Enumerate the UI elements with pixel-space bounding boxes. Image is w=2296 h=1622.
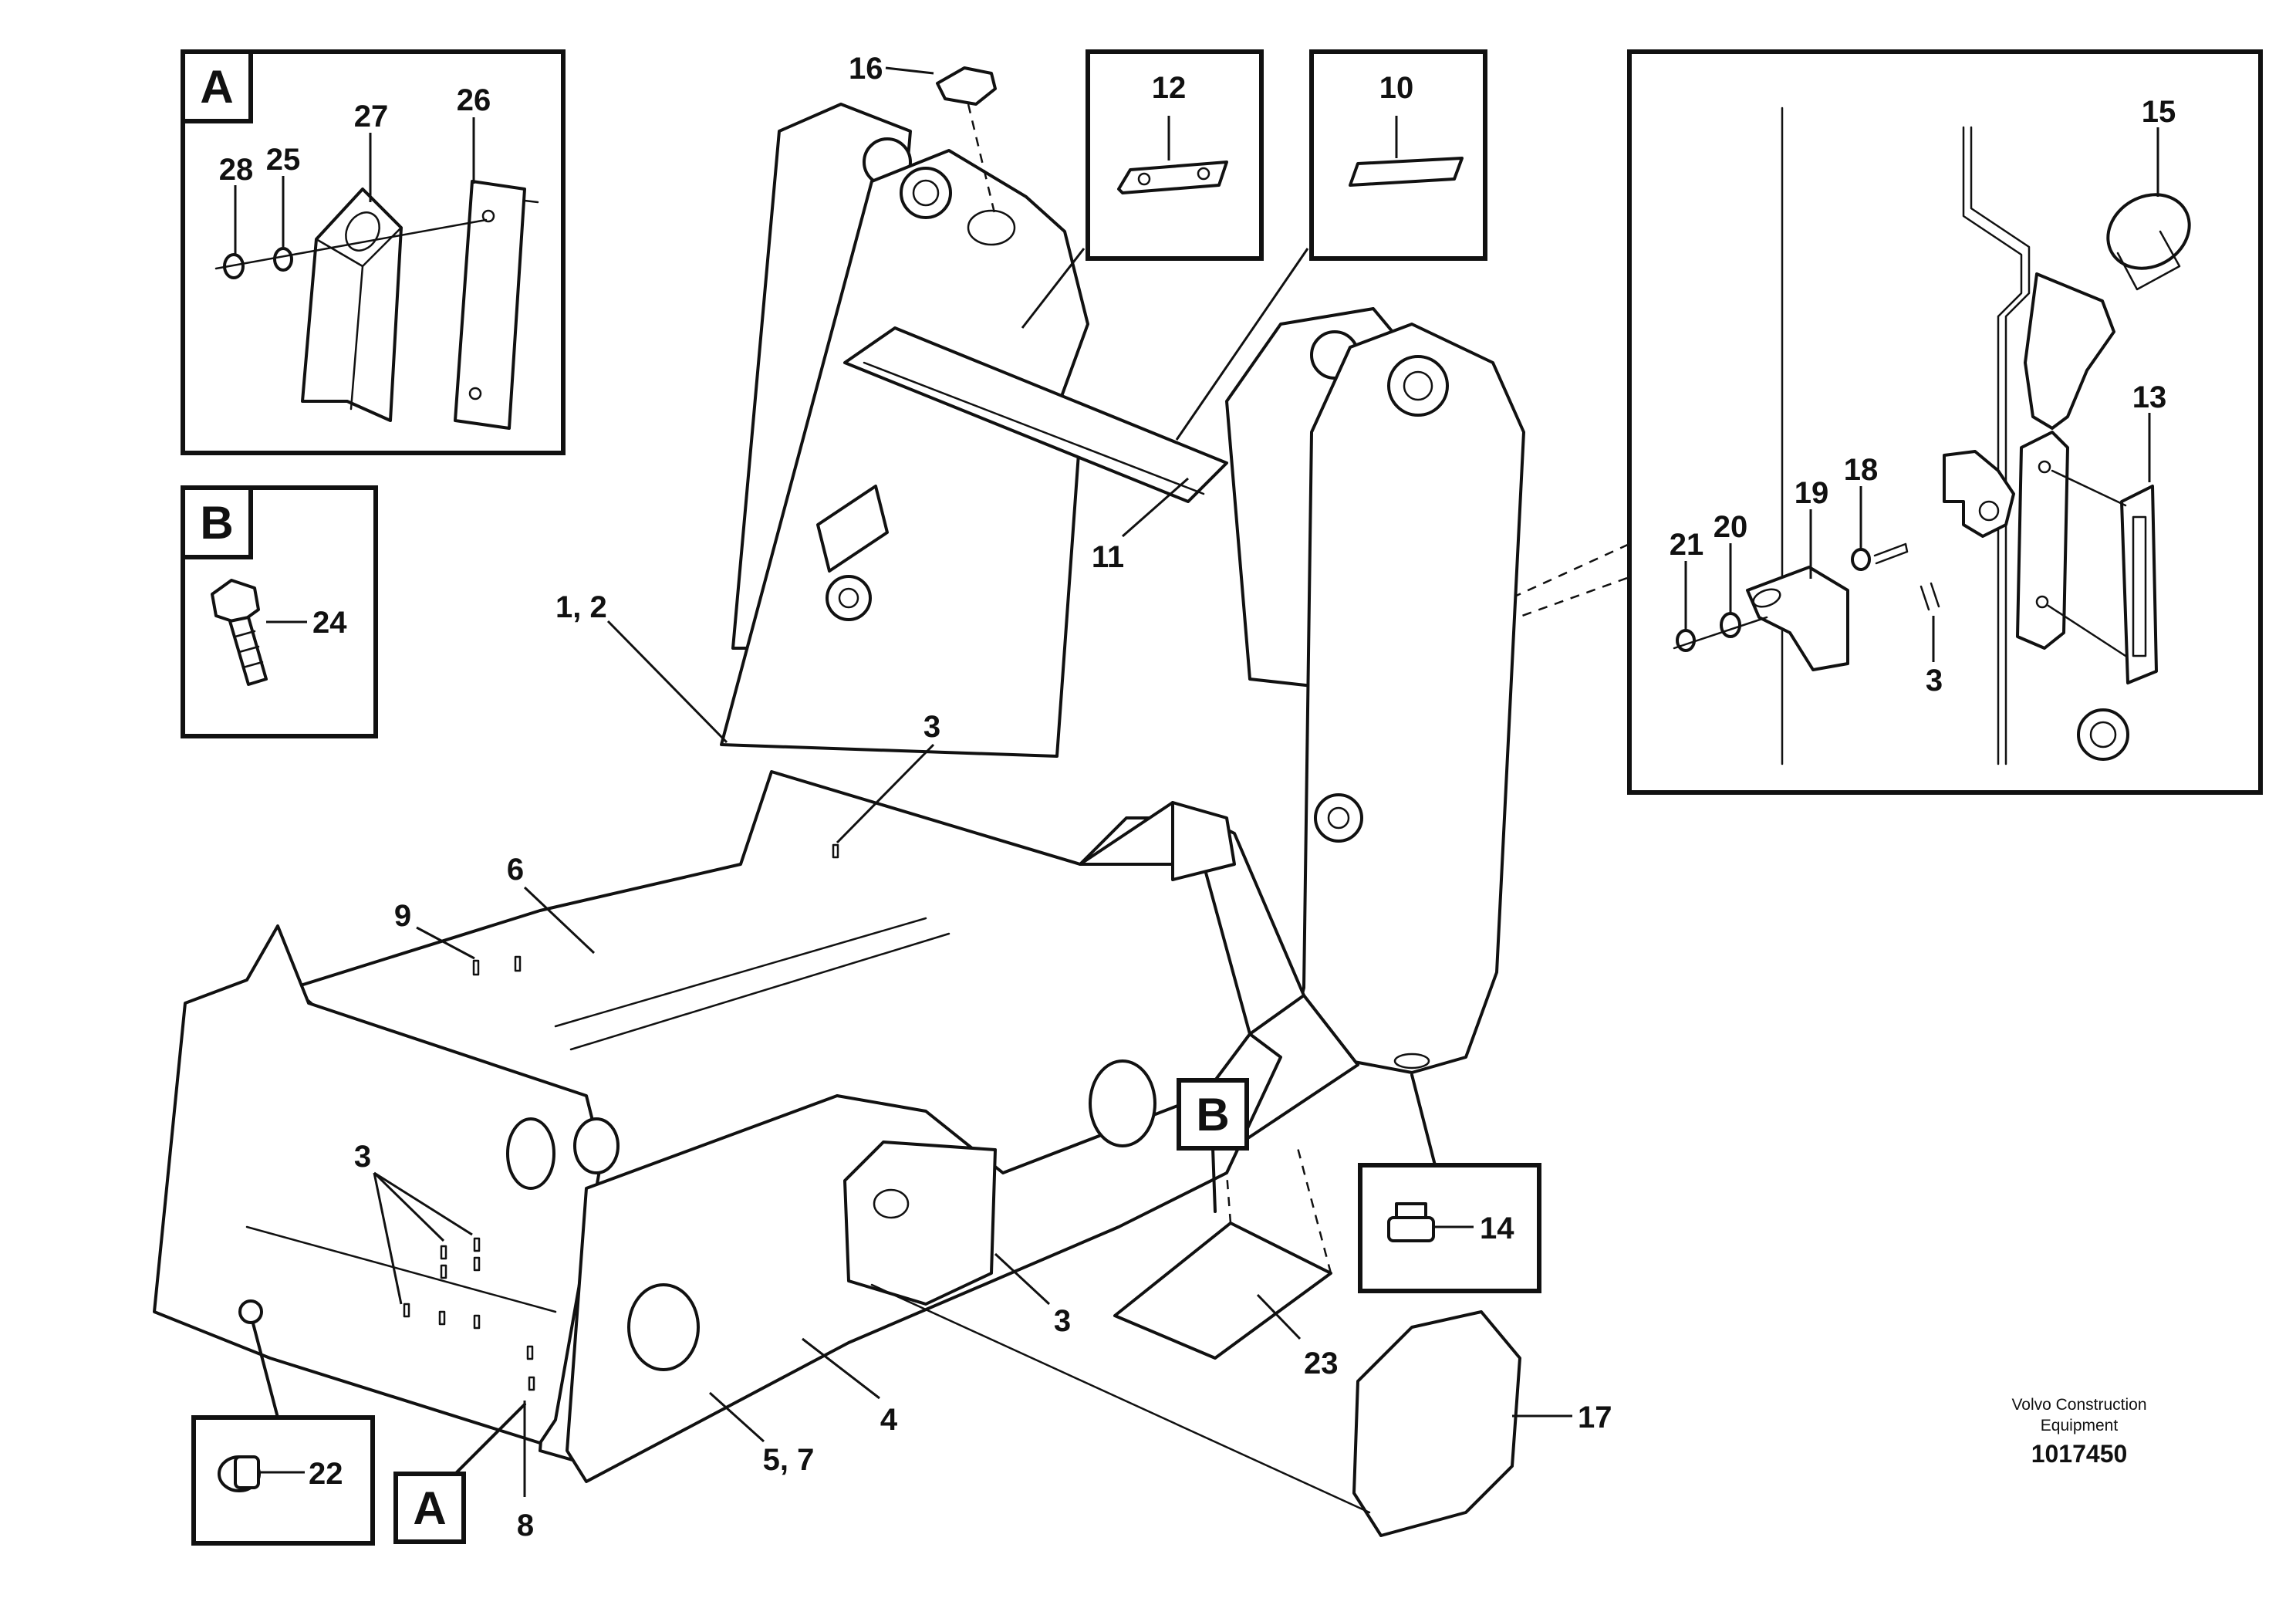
cover-17 — [1352, 1310, 1521, 1537]
marker-a-letter: A — [413, 1482, 446, 1534]
marker-a-box — [393, 1472, 466, 1544]
washer-25 — [273, 247, 293, 272]
callout-6: 6 — [507, 853, 524, 887]
inset-lock-frame — [1627, 49, 2263, 795]
inset-b-letter: B — [200, 497, 233, 549]
washer-18 — [1851, 548, 1871, 571]
callout-28: 28 — [219, 153, 254, 187]
callout-16: 16 — [849, 52, 883, 86]
main-frame: 16 — [153, 52, 1612, 1543]
callout-19: 19 — [1795, 476, 1829, 510]
studs — [403, 843, 839, 1391]
callout-24: 24 — [312, 606, 347, 640]
marker-b: B — [1177, 1078, 1249, 1213]
nut-21 — [1676, 629, 1696, 652]
inset-12: 12 — [1086, 49, 1264, 261]
top-crossmember — [843, 326, 1228, 503]
callout-1-2: 1, 2 — [555, 590, 607, 624]
callout-14: 14 — [1480, 1211, 1514, 1245]
callout-15: 15 — [2142, 95, 2176, 129]
callout-9: 9 — [394, 899, 411, 933]
right-upright-plate — [1287, 323, 1525, 1074]
side-opening — [1089, 1059, 1156, 1147]
callout-18: 18 — [1844, 453, 1879, 487]
washer-20 — [1720, 612, 1741, 638]
callout-12: 12 — [1152, 71, 1187, 105]
brand-line-1: Volvo Construction — [2011, 1396, 2146, 1414]
callout-3-bottom: 3 — [1054, 1304, 1071, 1338]
callout-25: 25 — [266, 143, 301, 177]
callout-13: 13 — [2132, 380, 2167, 414]
plug-14-head — [1387, 1216, 1435, 1242]
cap-15 — [2106, 193, 2191, 270]
callout-20: 20 — [1714, 510, 1748, 544]
inset-a: A 28 25 27 26 — [181, 49, 566, 455]
fuel-filler-neck — [2024, 272, 2115, 430]
inset-10: 10 — [1309, 49, 1487, 261]
inset-b: B 24 — [181, 485, 378, 738]
strip-plate-26 — [454, 180, 526, 430]
inset-lock-detail: 15 13 19 18 20 21 3 — [1627, 49, 2263, 795]
callout-22: 22 — [309, 1457, 343, 1491]
brand-line-2: Equipment — [2041, 1417, 2119, 1434]
mounting-plate — [2016, 431, 2069, 650]
bracket-19 — [1746, 566, 1849, 671]
front-opening — [627, 1283, 700, 1371]
callout-3-center: 3 — [923, 710, 940, 744]
fuel-cap-16 — [936, 66, 997, 106]
pivot-boss — [573, 1117, 620, 1174]
callout-23: 23 — [1304, 1347, 1339, 1380]
inset-14: 14 — [1358, 1073, 1541, 1293]
inset-12-frame — [1086, 49, 1264, 261]
left-upright-plate — [720, 149, 1089, 758]
marker-b-letter: B — [1196, 1089, 1229, 1140]
drawing-number: 1017450 — [2031, 1440, 2128, 1468]
plate-10 — [1349, 157, 1464, 187]
callout-5-7: 5, 7 — [763, 1443, 815, 1477]
sight-gauge-13 — [2120, 485, 2158, 684]
callout-27: 27 — [354, 100, 389, 133]
left-side-wall — [153, 924, 603, 1445]
callout-10: 10 — [1379, 71, 1414, 105]
callout-3-left: 3 — [354, 1140, 371, 1174]
marker-b-box — [1177, 1078, 1249, 1151]
inset-10-frame — [1309, 49, 1487, 261]
callout-4: 4 — [880, 1403, 898, 1437]
inset-b-letter-box — [181, 485, 253, 559]
inset-a-letter-box — [181, 49, 253, 123]
side-access-opening — [843, 1140, 997, 1306]
marker-a: A — [393, 1403, 526, 1544]
inset-22: 22 — [191, 1322, 375, 1546]
callout-26: 26 — [457, 83, 491, 117]
inset-a-letter: A — [200, 61, 233, 113]
callout-3-inset: 3 — [1926, 664, 1943, 698]
callout-11: 11 — [1092, 540, 1124, 574]
bolt-24-shank — [228, 616, 268, 686]
plug-14-thread — [1395, 1202, 1427, 1219]
access-slot — [816, 485, 889, 573]
bolt-24-head — [211, 579, 260, 625]
callout-21: 21 — [1670, 528, 1704, 562]
callout-8: 8 — [517, 1509, 534, 1543]
boss — [2077, 708, 2129, 761]
title-block: Volvo Construction Equipment 1017450 — [2011, 1396, 2146, 1468]
callout-17: 17 — [1578, 1401, 1612, 1434]
